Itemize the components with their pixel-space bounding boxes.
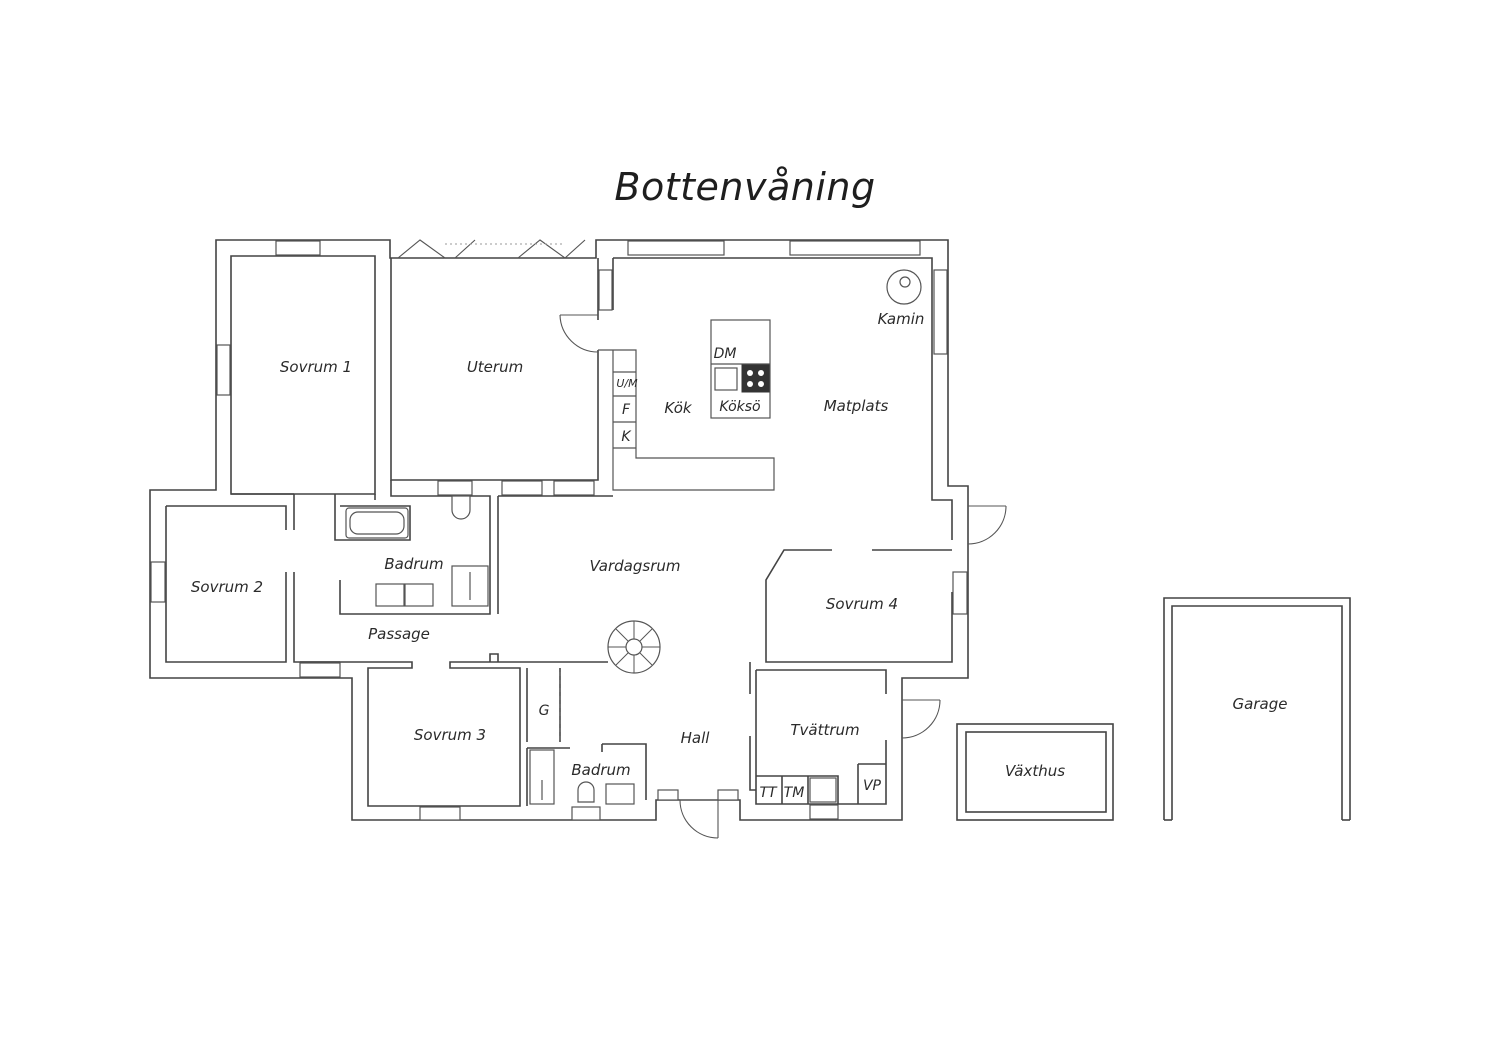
label-sovrum-4: Sovrum 4 — [826, 595, 898, 613]
label-matplats: Matplats — [824, 397, 889, 415]
garage-building — [1163, 597, 1351, 821]
label-heat-pump: VP — [863, 778, 882, 794]
label-wardrobe: G — [539, 703, 550, 719]
label-washer: TM — [784, 785, 805, 801]
doors — [397, 239, 1007, 839]
label-tvattrum: Tvättrum — [790, 721, 859, 739]
label-badrum-lower: Badrum — [571, 761, 630, 779]
label-hall: Hall — [681, 729, 711, 747]
label-kok: Kök — [664, 399, 692, 417]
label-vardagsrum: Vardagsrum — [590, 557, 681, 575]
label-garage: Garage — [1233, 695, 1288, 713]
label-sovrum-3: Sovrum 3 — [414, 726, 486, 744]
label-oven-microwave: U/M — [616, 377, 638, 390]
label-passage: Passage — [368, 625, 430, 643]
label-kamin: Kamin — [878, 310, 925, 328]
outer-walls — [149, 239, 969, 821]
label-uterum: Uterum — [467, 358, 523, 376]
label-sovrum-2: Sovrum 2 — [191, 578, 263, 596]
label-dishwasher: DM — [714, 346, 737, 362]
fireplace-icon — [886, 269, 922, 305]
label-freezer: F — [622, 402, 631, 418]
plan-title: Bottenvåning — [614, 165, 875, 209]
label-fridge: K — [621, 429, 632, 445]
label-dryer: TT — [759, 785, 778, 801]
label-vaxthus: Växthus — [1005, 762, 1065, 780]
spiral-stair-icon — [607, 620, 661, 674]
vaxthus-building — [956, 723, 1114, 821]
fixture-labels: DM U/M F K Köksö G TT TM VP — [539, 346, 882, 801]
label-kitchen-island: Köksö — [719, 399, 760, 415]
windows — [150, 240, 968, 821]
room-labels: Sovrum 1 Uterum Kök Matplats Kamin Sovru… — [191, 310, 1288, 780]
bath-fixtures — [345, 495, 837, 805]
label-sovrum-1: Sovrum 1 — [280, 358, 352, 376]
label-badrum-upper: Badrum — [384, 555, 443, 573]
